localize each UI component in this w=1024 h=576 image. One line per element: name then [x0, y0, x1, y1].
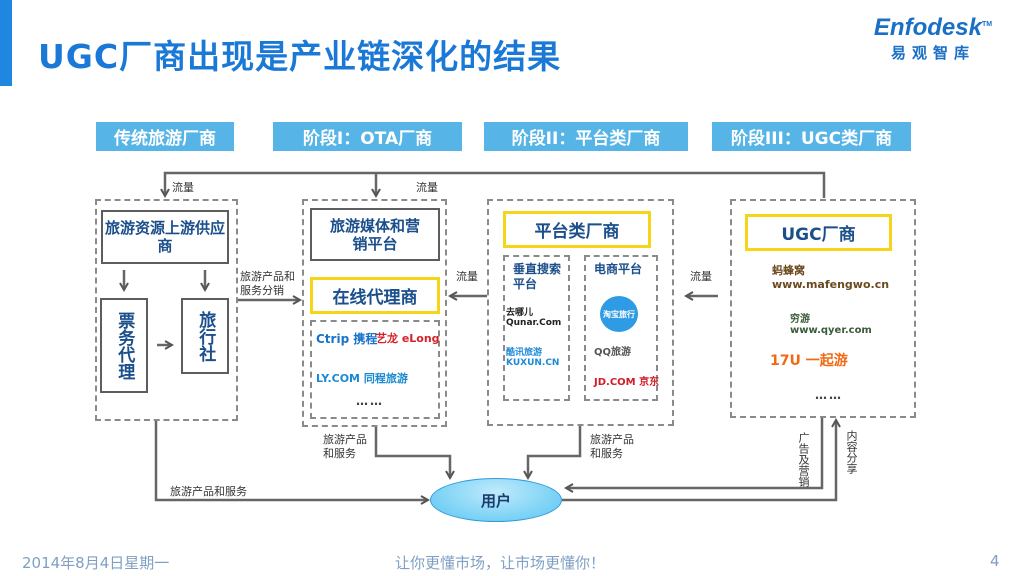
ota-logos-group: [310, 320, 440, 419]
products-services-label: 旅游产品和服务: [323, 433, 367, 460]
ota-group: [302, 199, 447, 427]
stage-ota: 阶段I：OTA厂商: [273, 122, 462, 151]
taobao-travel-logo: 淘宝旅行: [600, 296, 638, 332]
qyer-logo: 穷游 www.qyer.com: [790, 314, 872, 336]
distribution-label: 旅游产品和服务分销: [240, 270, 295, 297]
stage-platform: 阶段II：平台类厂商: [484, 122, 688, 151]
vertical-search-group: [503, 255, 570, 401]
vertical-search-title: 垂直搜索平台: [513, 262, 562, 291]
ecommerce-title: 电商平台: [594, 262, 643, 276]
traffic-line-top: [165, 171, 826, 198]
platform-group: [487, 199, 674, 426]
enfodesk-logo: EnfodeskTM 易观智库: [873, 14, 993, 62]
ecommerce-group: [584, 255, 658, 401]
mafengwo-logo: 蚂蜂窝 www.mafengwo.cn: [772, 264, 890, 291]
more-ellipsis: ……: [356, 394, 384, 408]
travel-agency-box: 旅行社: [181, 298, 229, 374]
online-agent-box: 在线代理商: [310, 277, 440, 314]
stage-ugc: 阶段III：UGC类厂商: [712, 122, 911, 151]
elong-logo: 艺龙 eLong: [376, 332, 440, 345]
products-services-label: 旅游产品和服务: [170, 485, 247, 498]
content-share-label: 内容分享: [845, 430, 858, 474]
traffic-label: 流量: [172, 181, 194, 194]
ly-logo: LY.COM 同程旅游: [316, 372, 408, 385]
stage-traditional: 传统旅游厂商: [96, 122, 234, 151]
footer-slogan: 让你更懂市场，让市场更懂你！: [395, 554, 606, 572]
ads-label: 广告及营销: [797, 432, 810, 487]
footer-date: 2014年8月4日星期一: [22, 554, 170, 572]
ugc-group: [730, 199, 916, 418]
ticket-agent-box: 票务代理: [100, 298, 148, 393]
traditional-group: [95, 199, 238, 421]
ugc-vendor-box: UGC厂商: [745, 214, 892, 251]
traffic-label: 流量: [416, 181, 438, 194]
page-number: 4: [990, 552, 1000, 570]
traffic-label: 流量: [690, 270, 712, 283]
products-services-label: 旅游产品和服务: [590, 433, 634, 460]
platform-vendor-box: 平台类厂商: [503, 211, 651, 248]
traffic-label: 流量: [456, 270, 478, 283]
qunar-logo: 去哪儿 Qunar.Com: [506, 308, 562, 328]
jd-logo: JD.COM 京东: [594, 377, 660, 388]
page-title: UGC厂商出现是产业链深化的结果: [38, 37, 562, 76]
accent-bar: [0, 0, 12, 86]
17u-logo: 17U 一起游: [770, 353, 848, 369]
ctrip-logo: Ctrip 携程: [316, 332, 378, 346]
more-ellipsis: ……: [815, 388, 843, 402]
qq-travel-logo: QQ旅游: [594, 347, 632, 358]
media-marketing-box: 旅游媒体和营销平台: [310, 208, 440, 261]
kuxun-logo: 酷讯旅游 KUXUN.CN: [506, 348, 560, 368]
upstream-supplier-box: 旅游资源上游供应商: [101, 210, 229, 264]
user-node: 用户: [430, 478, 562, 522]
